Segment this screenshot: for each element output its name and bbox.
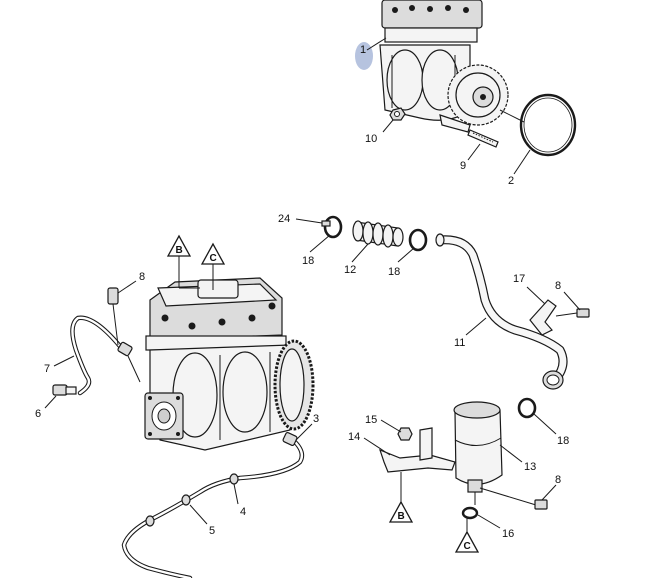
bolt-8-right-lower [479,487,548,510]
callout-3[interactable]: 3 [313,413,319,425]
clamp-18-lower [517,397,537,419]
callout-18-top-right[interactable]: 18 [388,266,400,278]
callout-16[interactable]: 16 [502,528,514,540]
callout-6[interactable]: 6 [35,408,41,420]
compressor-main [144,277,315,451]
bracket-17 [529,299,557,336]
sensor-cable [121,431,305,578]
callout-10[interactable]: 10 [365,133,377,145]
callout-15[interactable]: 15 [365,414,377,426]
callout-18-top-left[interactable]: 18 [302,255,314,267]
callout-12[interactable]: 12 [344,264,356,276]
callout-17[interactable]: 17 [513,273,525,285]
seal-16 [461,506,479,520]
canister-13 [453,401,503,505]
clamp-24 [321,215,343,239]
callout-14[interactable]: 14 [348,431,360,443]
svg-text:B: B [176,245,183,256]
bracket-14 [379,427,456,473]
marker-b-top: B [166,234,200,289]
callout-24[interactable]: 24 [278,213,290,225]
callout-2[interactable]: 2 [508,175,514,187]
compressor-top [379,0,509,133]
callout-8-right-lower[interactable]: 8 [555,474,561,486]
bolt-8-right-upper [555,308,590,318]
pipe-7 [70,287,141,396]
marker-c-top: C [200,242,226,290]
callout-18-lower[interactable]: 18 [557,435,569,447]
svg-text:C: C [464,541,471,552]
callout-7[interactable]: 7 [44,363,50,375]
callout-5[interactable]: 5 [209,525,215,537]
bolt-9 [467,129,499,148]
bellows-12 [352,220,404,248]
clamp-18-middle [408,228,428,252]
fitting-6 [52,384,77,396]
callout-11[interactable]: 11 [454,337,465,349]
marker-c-bottom: C [454,518,480,553]
callout-8-left[interactable]: 8 [139,271,145,283]
svg-text:B: B [398,511,405,522]
callout-1[interactable]: 1 [360,44,366,56]
svg-text:C: C [210,253,217,264]
callout-4[interactable]: 4 [240,506,246,518]
gasket-ring-2 [519,93,577,157]
hose-11 [435,233,568,390]
callout-13[interactable]: 13 [524,461,536,473]
marker-b-bottom: B [388,472,414,523]
callout-9[interactable]: 9 [460,160,466,172]
callout-8-right-upper[interactable]: 8 [555,280,561,292]
nut-10 [389,107,406,121]
